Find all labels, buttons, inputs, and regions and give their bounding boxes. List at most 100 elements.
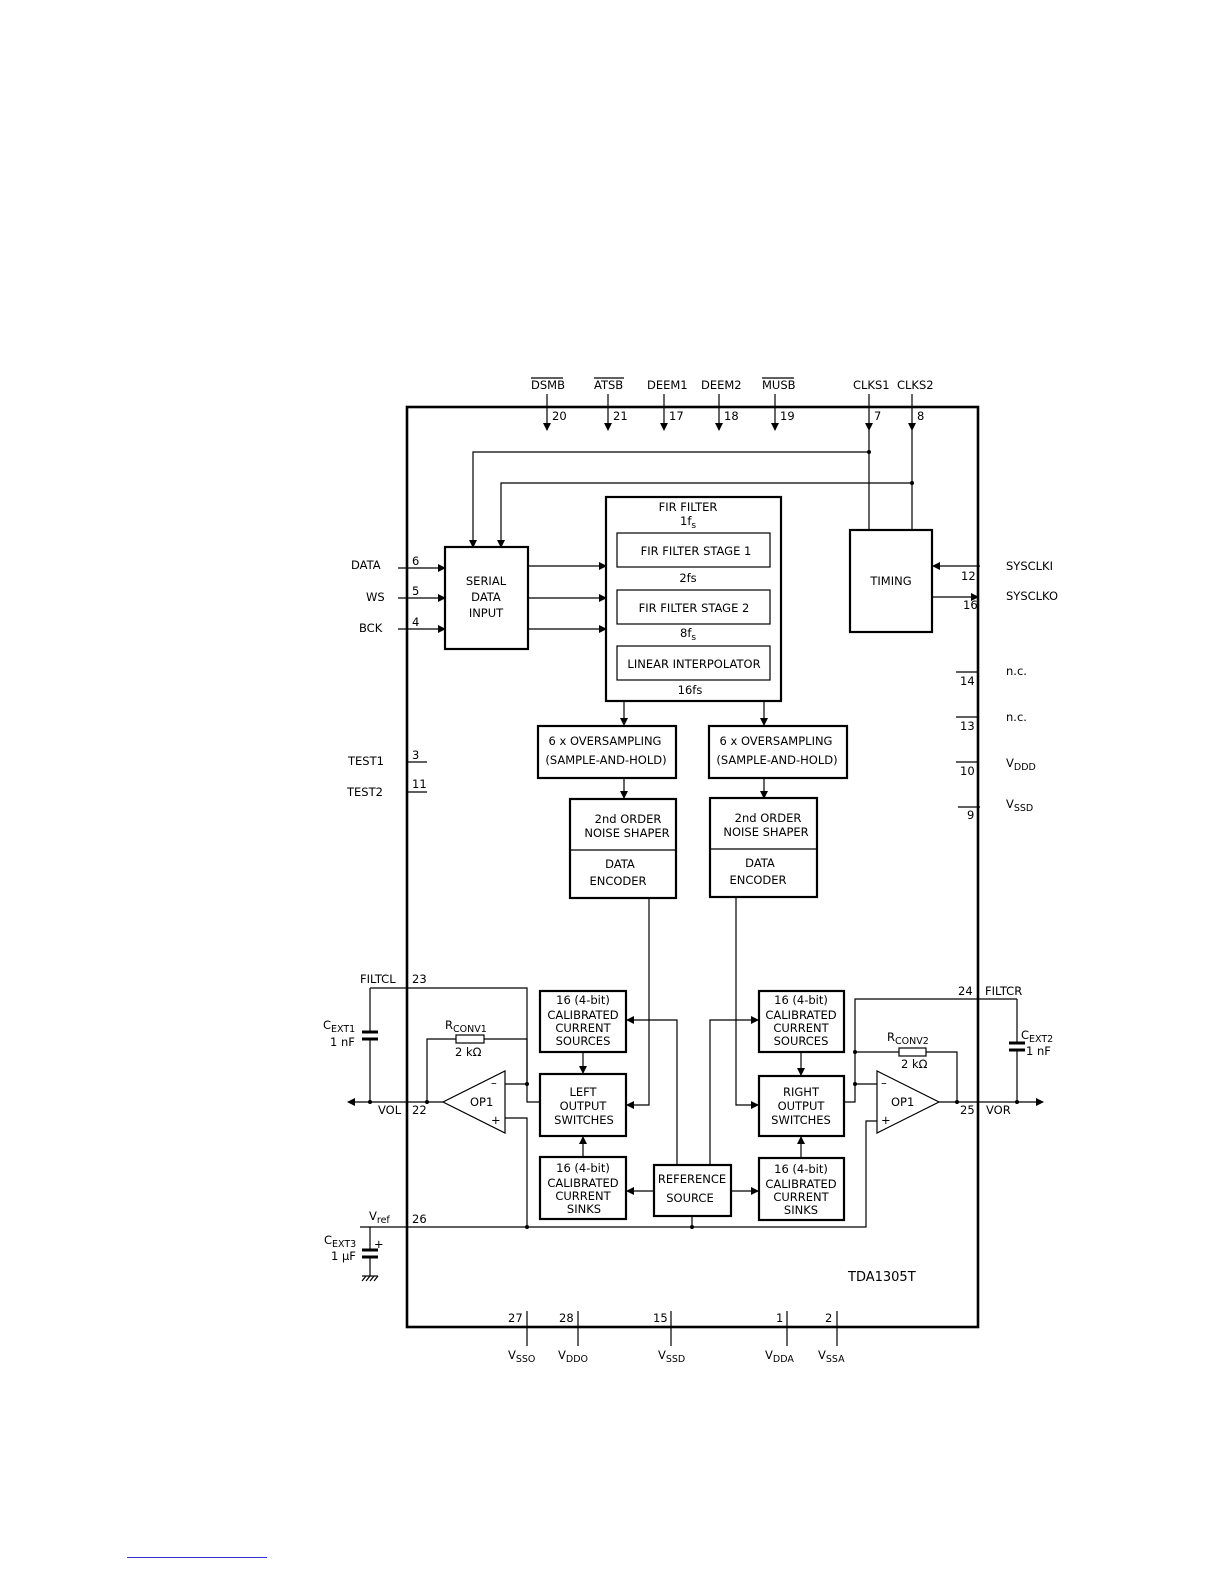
svg-text:n.c.: n.c. <box>1006 664 1027 678</box>
svg-text:13: 13 <box>960 719 975 733</box>
svg-text:n.c.: n.c. <box>1006 710 1027 724</box>
pin-vdda: 1 VDDA <box>765 1311 794 1365</box>
svg-text:FIR FILTER STAGE 2: FIR FILTER STAGE 2 <box>639 601 750 615</box>
svg-text:VOL: VOL <box>378 1103 402 1117</box>
svg-text:VSSD: VSSD <box>658 1348 685 1365</box>
svg-text:22: 22 <box>412 1103 427 1117</box>
svg-text:DEEM2: DEEM2 <box>701 378 742 392</box>
cext2-capacitor: CEXT2 1 nF <box>1009 999 1053 1102</box>
svg-text:LINEAR INTERPOLATOR: LINEAR INTERPOLATOR <box>627 657 760 671</box>
svg-text:7: 7 <box>874 409 881 423</box>
svg-text:SWITCHES: SWITCHES <box>554 1113 614 1127</box>
svg-text:CEXT1: CEXT1 <box>323 1018 355 1035</box>
svg-text:OP1: OP1 <box>470 1095 493 1109</box>
svg-text:–: – <box>881 1076 887 1090</box>
svg-text:17: 17 <box>669 409 684 423</box>
opamp-left: OP1 – + <box>441 1070 506 1134</box>
svg-text:FILTCR: FILTCR <box>985 984 1022 998</box>
svg-text:RCONV1: RCONV1 <box>445 1018 487 1035</box>
svg-text:VSSD: VSSD <box>1006 797 1033 814</box>
svg-text:ENCODER: ENCODER <box>589 874 646 888</box>
noise-shaper-left-block: 2nd ORDER NOISE SHAPER DATA ENCODER <box>568 797 678 900</box>
svg-text:6: 6 <box>412 554 419 568</box>
svg-text:25: 25 <box>960 1103 975 1117</box>
oversampling-right-block: 6 x OVERSAMPLING (SAMPLE-AND-HOLD) <box>707 724 849 780</box>
svg-text:16 (4-bit): 16 (4-bit) <box>556 993 610 1007</box>
pin-ws: WS 5 <box>366 584 446 604</box>
svg-text:16: 16 <box>963 598 978 612</box>
svg-text:CURRENT: CURRENT <box>773 1021 829 1035</box>
svg-text:SINKS: SINKS <box>567 1202 601 1216</box>
svg-text:CALIBRATED: CALIBRATED <box>547 1008 618 1022</box>
pin-deem2: DEEM2 18 <box>701 378 742 431</box>
encoder-to-switches-left <box>626 898 650 1109</box>
cext1-capacitor: CEXT1 1 nF <box>323 988 378 1102</box>
svg-text:SYSCLKO: SYSCLKO <box>1006 589 1058 603</box>
pin-vsso: 27 VSSO <box>508 1311 535 1365</box>
svg-text:BCK: BCK <box>359 621 383 635</box>
clock-select-routing <box>469 430 914 548</box>
svg-text:CURRENT: CURRENT <box>555 1021 611 1035</box>
svg-text:1fs: 1fs <box>680 514 696 531</box>
svg-text:18: 18 <box>724 409 739 423</box>
svg-text:19: 19 <box>780 409 795 423</box>
svg-text:VSSA: VSSA <box>818 1348 845 1365</box>
svg-text:14: 14 <box>960 674 975 688</box>
svg-text:11: 11 <box>412 777 427 791</box>
svg-text:VDDO: VDDO <box>558 1348 588 1365</box>
current-sinks-right-block: 16 (4-bit) CALIBRATED CURRENT SINKS <box>757 1156 846 1222</box>
svg-text:2fs: 2fs <box>679 571 696 585</box>
svg-text:6 x OVERSAMPLING: 6 x OVERSAMPLING <box>549 734 662 748</box>
part-number-label: TDA1305T <box>847 1270 916 1285</box>
pin-vssa: 2 VSSA <box>818 1311 845 1365</box>
oversampling-left-block: 6 x OVERSAMPLING (SAMPLE-AND-HOLD) <box>536 724 678 780</box>
svg-text:2nd ORDER: 2nd ORDER <box>735 811 802 825</box>
svg-text:16 (4-bit): 16 (4-bit) <box>556 1161 610 1175</box>
svg-text:VSSO: VSSO <box>508 1348 535 1365</box>
svg-text:–: – <box>491 1076 497 1090</box>
output-switches-left-block: LEFT OUTPUT SWITCHES <box>538 1072 628 1138</box>
svg-text:5: 5 <box>412 584 419 598</box>
svg-text:16 (4-bit): 16 (4-bit) <box>774 1162 828 1176</box>
svg-text:OP1: OP1 <box>891 1095 914 1109</box>
svg-text:27: 27 <box>508 1311 523 1325</box>
svg-text:RCONV2: RCONV2 <box>887 1030 929 1047</box>
right-feedback-network <box>844 998 1044 1106</box>
rconv2-label: RCONV2 2 kΩ <box>887 1030 929 1071</box>
svg-text:6 x OVERSAMPLING: 6 x OVERSAMPLING <box>720 734 833 748</box>
svg-text:2nd ORDER: 2nd ORDER <box>595 812 662 826</box>
svg-text:Vref: Vref <box>369 1209 390 1226</box>
svg-text:24: 24 <box>958 984 973 998</box>
svg-text:DATA: DATA <box>745 856 775 870</box>
svg-text:28: 28 <box>559 1311 574 1325</box>
opamp-right: OP1 – + <box>876 1070 941 1134</box>
svg-text:12: 12 <box>961 569 976 583</box>
svg-text:4: 4 <box>412 615 419 629</box>
svg-text:RIGHT: RIGHT <box>783 1085 820 1099</box>
svg-text:INPUT: INPUT <box>469 606 504 620</box>
svg-text:NOISE SHAPER: NOISE SHAPER <box>584 826 669 840</box>
left-feedback-network <box>347 987 540 1106</box>
current-sinks-left-block: 16 (4-bit) CALIBRATED CURRENT SINKS <box>538 1155 628 1221</box>
svg-text:OUTPUT: OUTPUT <box>560 1099 608 1113</box>
svg-text:SOURCES: SOURCES <box>556 1034 611 1048</box>
svg-text:SOURCES: SOURCES <box>774 1034 829 1048</box>
pin-vref: Vref 26 <box>369 1209 427 1226</box>
svg-text:16 (4-bit): 16 (4-bit) <box>774 993 828 1007</box>
svg-text:FIR FILTER: FIR FILTER <box>659 500 718 514</box>
pin-nc-13: n.c. 13 <box>956 710 1027 733</box>
svg-text:CLKS1: CLKS1 <box>853 378 890 392</box>
svg-text:REFERENCE: REFERENCE <box>658 1172 726 1186</box>
footer-link-underline <box>127 1557 267 1558</box>
svg-text:1: 1 <box>776 1311 783 1325</box>
svg-text:NOISE SHAPER: NOISE SHAPER <box>723 825 808 839</box>
pin-vddo: 28 VDDO <box>558 1311 588 1365</box>
svg-text:OUTPUT: OUTPUT <box>778 1099 826 1113</box>
svg-text:2 kΩ: 2 kΩ <box>455 1045 482 1059</box>
svg-text:CLKS2: CLKS2 <box>897 378 934 392</box>
current-sources-left-block: 16 (4-bit) CALIBRATED CURRENT SOURCES <box>538 989 628 1054</box>
svg-text:+: + <box>374 1237 384 1251</box>
pin-data: DATA 6 <box>351 554 446 572</box>
pin-vol: VOL 22 <box>378 1103 427 1117</box>
